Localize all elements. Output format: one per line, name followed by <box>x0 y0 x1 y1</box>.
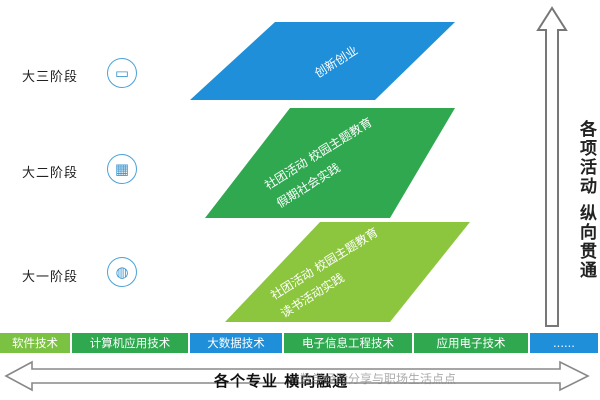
stage-block-3 <box>190 22 455 100</box>
stage-label-1: 大一阶段 <box>22 270 79 285</box>
watermark: 数学经验分享与职场生活点点 <box>300 372 457 386</box>
horizontal-arrow <box>4 360 590 392</box>
stage-block-1 <box>225 222 470 322</box>
stage-block-2 <box>205 108 455 218</box>
department-software: 软件技术 <box>0 333 72 353</box>
department-bar: 软件技术 计算机应用技术 大数据技术 电子信息工程技术 应用电子技术 .....… <box>0 333 600 353</box>
department-applied-electronics: 应用电子技术 <box>414 333 530 353</box>
vertical-arrow <box>536 6 568 327</box>
laptop-icon: ▭ <box>107 58 137 88</box>
department-electronic-info: 电子信息工程技术 <box>284 333 414 353</box>
vertical-label: 各项活动 纵向贯通 <box>576 120 596 280</box>
stage-label-3: 大三阶段 <box>22 70 79 85</box>
horizontal-label: 各个专业 横向融通 <box>214 372 349 390</box>
department-big-data: 大数据技术 <box>190 333 284 353</box>
globe-icon: ◍ <box>107 257 137 287</box>
department-more: ...... <box>530 333 600 353</box>
stage-label-2: 大二阶段 <box>22 166 79 181</box>
shop-icon: ▦ <box>107 154 137 184</box>
department-computer-application: 计算机应用技术 <box>72 333 190 353</box>
